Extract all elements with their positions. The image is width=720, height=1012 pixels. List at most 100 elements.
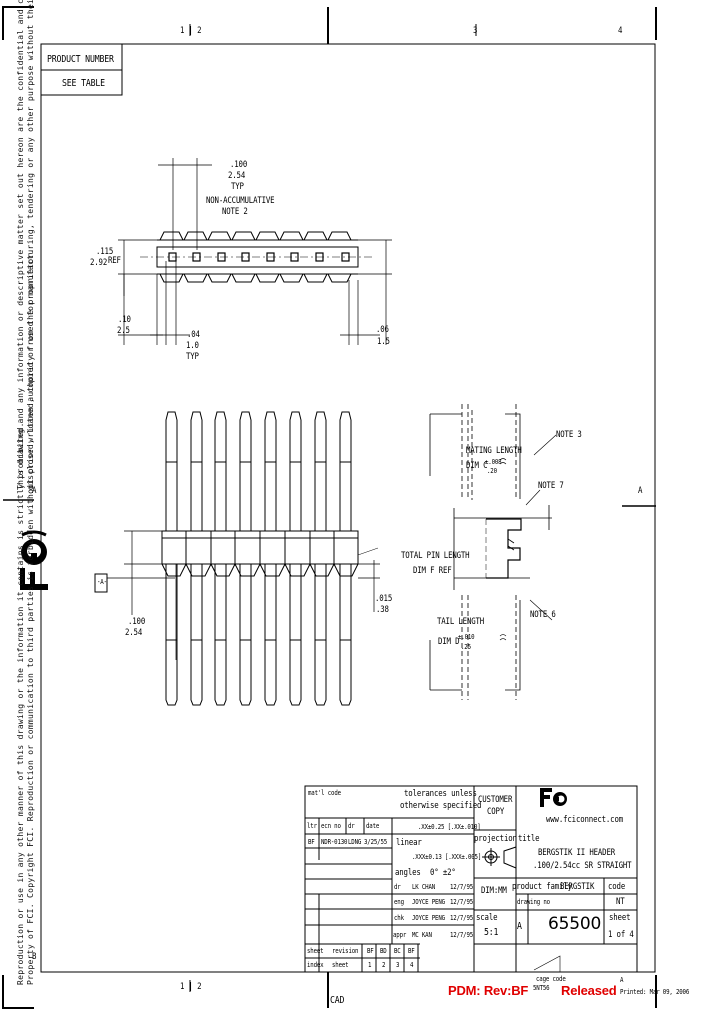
tb-dr-name: LK CHAN: [412, 883, 436, 891]
zone-marker-4: 4: [618, 26, 623, 36]
tb-linear: linear: [396, 838, 422, 848]
front-pitch-in: .100: [128, 617, 146, 627]
tb-website: www.fciconnect.com: [546, 815, 624, 825]
top-height-mm: 2.92: [90, 258, 108, 268]
front-offset-mm: .38: [376, 605, 389, 615]
tb-ecn-header: ecn no: [321, 822, 341, 830]
tb-idx-1: 1: [368, 961, 372, 969]
tb-size-value: A: [517, 921, 522, 932]
top-pitch-in: .100: [230, 160, 248, 170]
tb-customer: CUSTOMER: [478, 795, 513, 805]
tb-tolerance-line1: tolerances unless: [404, 789, 477, 799]
note-6-label: NOTE 6: [530, 610, 556, 620]
tb-appr-row: appr: [393, 931, 407, 939]
tb-copy: COPY: [487, 807, 505, 817]
tb-product-family-label: product family: [512, 882, 572, 892]
datum-a-label: -A-: [97, 578, 107, 586]
mating-tol-in: ±.008: [485, 458, 502, 466]
top-pin-sq-mm: 1.0: [186, 341, 199, 351]
tb-eng-name: JOYCE PENG: [412, 898, 445, 906]
tb-sheet-row: sheet: [307, 947, 324, 955]
mating-dim: DIM C: [466, 461, 488, 471]
tb-idx-3: 3: [396, 961, 400, 969]
product-number-value: SEE TABLE: [62, 78, 105, 89]
tb-rev-1: BF: [367, 947, 374, 955]
tb-drawing-number: 65500: [548, 914, 602, 934]
tb-chk-date: 12/7/95: [450, 914, 474, 922]
mating-length-label: MATING LENGTH: [466, 446, 522, 456]
top-note2: NOTE 2: [222, 207, 248, 217]
tb-cage-code-value: 5NT56: [533, 984, 550, 992]
pdm-revision-stamp: PDM: Rev:BF: [448, 983, 529, 998]
footer-cad: CAD: [330, 995, 345, 1006]
tb-matl-code: mat'l code: [308, 789, 341, 797]
tb-dr-row: dr: [394, 883, 401, 891]
tb-angles: angles: [395, 868, 421, 878]
front-pitch-mm: 2.54: [125, 628, 143, 638]
zone-marker-a-right: A: [638, 486, 643, 496]
released-stamp: Released: [561, 983, 617, 998]
tb-ecn-value: NDR-0130: [321, 838, 348, 846]
tb-title-line1: BERGSTIK II HEADER: [538, 848, 616, 858]
tb-angles-value: 0° ±2°: [430, 868, 456, 878]
tb-index-row: index: [307, 961, 324, 969]
top-pin-sq-in: .04: [187, 330, 200, 340]
tb-chk-name: JOYCE PENG: [412, 914, 445, 922]
tb-date-header: date: [366, 822, 380, 830]
note-3-label: NOTE 3: [556, 430, 582, 440]
tb-scale-value: 5:1: [484, 927, 499, 938]
top-non-accum: NON-ACCUMULATIVE: [206, 196, 275, 206]
top-end-mm: 1.5: [377, 337, 390, 347]
tb-rev-2: BD: [380, 947, 387, 955]
total-pin-dim: DIM F REF: [413, 566, 452, 576]
tb-title-label: title: [518, 834, 540, 844]
top-pin-typ: TYP: [186, 352, 199, 362]
top-offset-in: .10: [118, 315, 131, 325]
tb-drawing-no-label: drawing no: [517, 898, 550, 906]
tb-tolerance-line2: otherwise specified: [400, 801, 482, 811]
tb-chk-row: chk: [394, 914, 404, 922]
tb-eng-row: eng: [394, 898, 404, 906]
zone-marker-1-2: 1 | 2: [180, 26, 202, 36]
tb-dr-header: dr: [348, 822, 355, 830]
tb-cage-code-label: cage code: [536, 975, 566, 983]
top-height-ref: REF: [108, 256, 121, 266]
tb-sheet-value: 1 of 4: [608, 930, 634, 940]
tb-rev-3: BC: [394, 947, 401, 955]
zone-marker-b-left: B: [32, 952, 37, 962]
total-pin-length-label: TOTAL PIN LENGTH: [401, 551, 470, 561]
tail-tol-mm: .25: [461, 643, 471, 651]
tb-code-value: NT: [616, 897, 625, 907]
zone-marker-3: 3: [473, 26, 478, 36]
tb-sheet-label: sheet: [609, 913, 631, 923]
tail-dim: DIM D: [438, 637, 460, 647]
tb-dim-mm: DIM:MM: [481, 886, 507, 896]
tb-code-label: code: [608, 882, 626, 892]
zone-marker-bottom-1-2: 1 | 2: [180, 982, 202, 992]
note-7-label: NOTE 7: [538, 481, 564, 491]
tb-sheet2-row: sheet: [332, 961, 349, 969]
side-notice-line3: Reproduction or use in any other manner …: [16, 422, 25, 985]
tb-title-line2: .100/2.54cc SR STRAIGHT: [533, 861, 632, 871]
tb-product-family-value: BERGSTIK: [560, 882, 595, 892]
tb-appr-name: MC KAN: [412, 931, 432, 939]
tb-revision-row: revision: [332, 947, 359, 955]
tb-ltr-header: ltr: [307, 822, 317, 830]
top-end-in: .06: [376, 325, 389, 335]
tb-dr-value: LDNG: [348, 838, 362, 846]
tb-scale-label: scale: [476, 913, 498, 923]
top-pitch-typ: TYP: [231, 182, 244, 192]
side-notice-line4: Property of FCI. Copyright FCI. Reproduc…: [26, 248, 35, 985]
tb-linear-val2: .XXX±0.13 [.XXX±.005]: [412, 853, 482, 861]
top-offset-mm: 2.5: [117, 326, 130, 336]
fci-logo-large: [20, 530, 48, 590]
tb-printed-date: Printed: Mar 09, 2006: [620, 988, 690, 996]
top-height-in: .115: [96, 247, 114, 257]
tb-size-label: A: [620, 976, 624, 984]
tb-dr-date: 12/7/95: [450, 883, 474, 891]
tb-appr-date: 12/7/95: [450, 931, 474, 939]
tb-ltr-value: BF: [308, 838, 315, 846]
product-number-label: PRODUCT NUMBER: [47, 54, 114, 65]
tb-linear-val1: .XX±0.25 [.XX±.010]: [418, 823, 481, 831]
